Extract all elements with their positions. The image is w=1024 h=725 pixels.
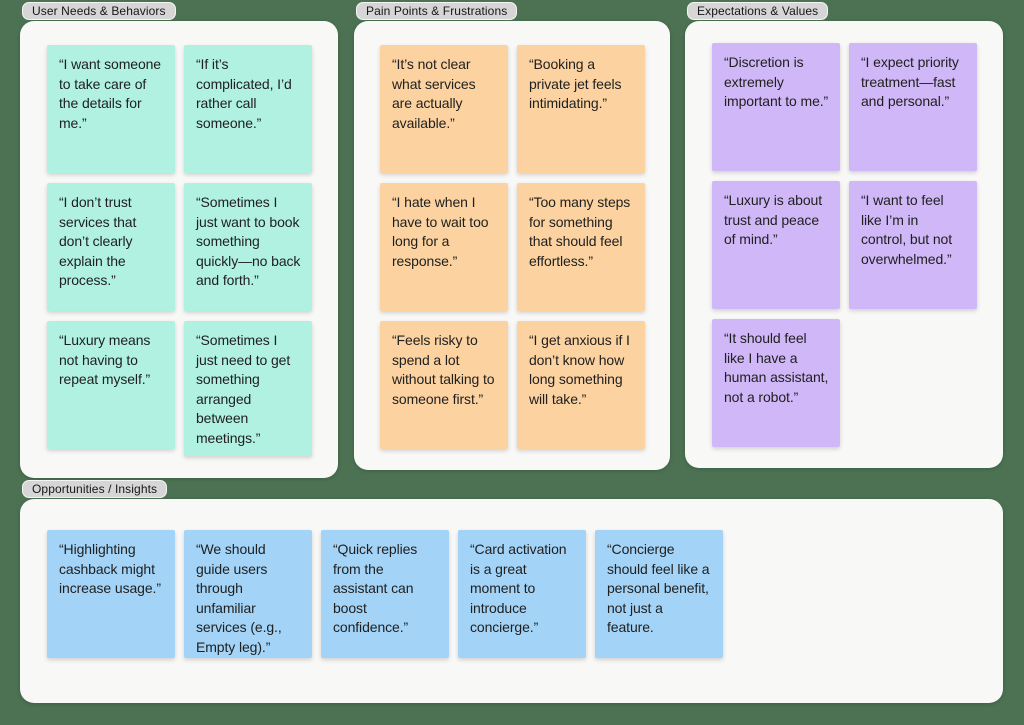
section-user-needs[interactable]: User Needs & Behaviors “I want someone t…: [20, 2, 338, 478]
sticky-note[interactable]: “Quick replies from the assistant can bo…: [321, 530, 449, 658]
section-label-user-needs[interactable]: User Needs & Behaviors: [22, 2, 176, 20]
sticky-note[interactable]: “Discretion is extremely important to me…: [712, 43, 840, 171]
sticky-note[interactable]: “Booking a private jet feels intimidatin…: [517, 45, 645, 173]
sticky-note[interactable]: “We should guide users through unfamilia…: [184, 530, 312, 658]
sticky-note[interactable]: “I want to feel like I’m in control, but…: [849, 181, 977, 309]
section-opportunities[interactable]: Opportunities / Insights “Highlighting c…: [20, 480, 1003, 703]
section-label-expectations[interactable]: Expectations & Values: [687, 2, 829, 20]
sticky-note[interactable]: “I want someone to take care of the deta…: [47, 45, 175, 173]
notes-grid-pain-points: “It’s not clear what services are actual…: [354, 21, 670, 449]
section-pain-points[interactable]: Pain Points & Frustrations “It’s not cle…: [354, 2, 670, 470]
section-expectations[interactable]: Expectations & Values “Discretion is ext…: [685, 2, 1003, 468]
sticky-note[interactable]: “I don’t trust services that don’t clear…: [47, 183, 175, 311]
notes-grid-user-needs: “I want someone to take care of the deta…: [20, 21, 338, 456]
notes-grid-expectations: “Discretion is extremely important to me…: [685, 21, 1003, 447]
sticky-note[interactable]: “Card activation is a great moment to in…: [458, 530, 586, 658]
sticky-note[interactable]: “I get anxious if I don’t know how long …: [517, 321, 645, 449]
sticky-note[interactable]: “I hate when I have to wait too long for…: [380, 183, 508, 311]
section-label-pain-points[interactable]: Pain Points & Frustrations: [356, 2, 518, 20]
sticky-note[interactable]: “I expect priority treatment—fast and pe…: [849, 43, 977, 171]
sticky-note[interactable]: “Feels risky to spend a lot without talk…: [380, 321, 508, 449]
sticky-note[interactable]: “Luxury means not having to repeat mysel…: [47, 321, 175, 449]
notes-grid-opportunities: “Highlighting cashback might increase us…: [20, 499, 1003, 658]
sticky-note[interactable]: “Too many steps for something that shoul…: [517, 183, 645, 311]
sticky-note[interactable]: “It’s not clear what services are actual…: [380, 45, 508, 173]
sticky-note[interactable]: “It should feel like I have a human assi…: [712, 319, 840, 447]
sticky-note[interactable]: “Luxury is about trust and peace of mind…: [712, 181, 840, 309]
sticky-note[interactable]: “Sometimes I just want to book something…: [184, 183, 312, 311]
section-label-opportunities[interactable]: Opportunities / Insights: [22, 480, 168, 498]
sticky-note[interactable]: “If it’s complicated, I’d rather call so…: [184, 45, 312, 173]
sticky-note[interactable]: “Concierge should feel like a personal b…: [595, 530, 723, 658]
sticky-note[interactable]: “Sometimes I just need to get something …: [184, 321, 312, 456]
sticky-note[interactable]: “Highlighting cashback might increase us…: [47, 530, 175, 658]
